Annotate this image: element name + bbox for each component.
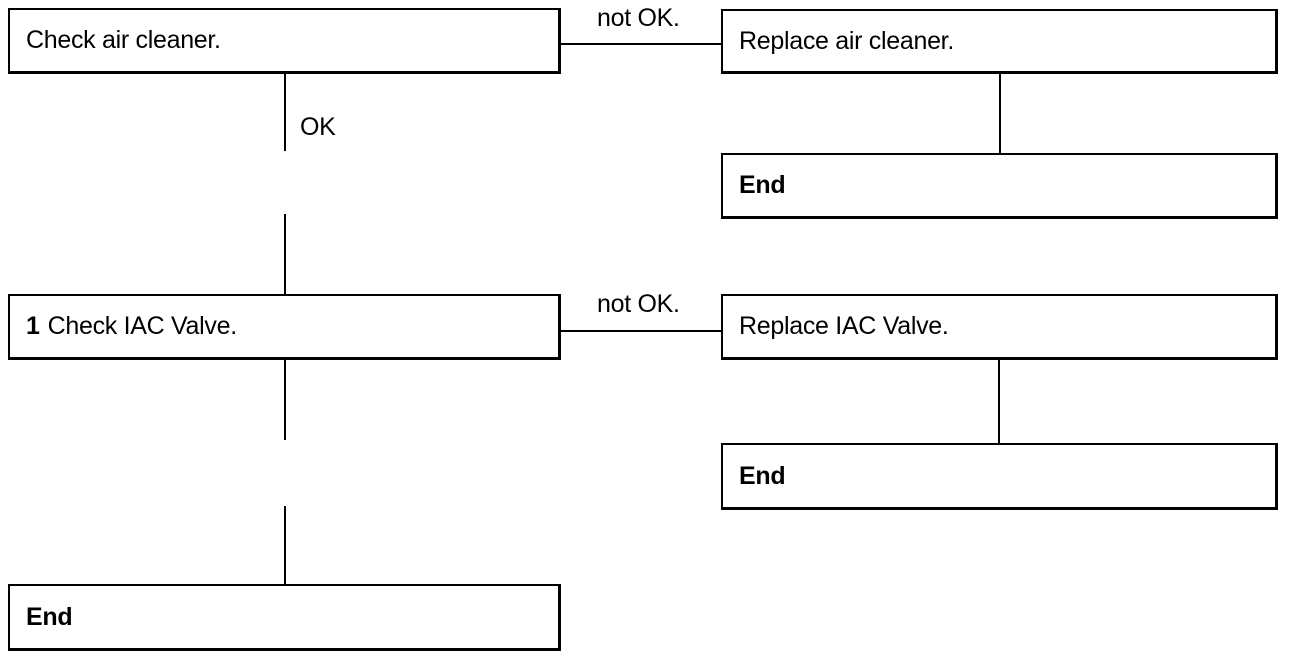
air-cleaner-end-connector bbox=[999, 74, 1001, 154]
end-text-2: End bbox=[739, 461, 786, 490]
check-air-cleaner-text: Check air cleaner. bbox=[26, 26, 221, 54]
check-air-cleaner-box: Check air cleaner. bbox=[8, 8, 561, 74]
step-number: 1 bbox=[26, 312, 40, 340]
end-box-2: End bbox=[721, 443, 1278, 510]
iac-valve-end-connector bbox=[998, 360, 1000, 444]
end-text-1: End bbox=[739, 171, 786, 199]
final-end-text: End bbox=[26, 602, 73, 631]
not-ok-connector-1 bbox=[561, 43, 722, 45]
ok-connector-bottom bbox=[284, 214, 286, 295]
final-end-box: End bbox=[8, 584, 561, 651]
not-ok-label-2: not OK. bbox=[597, 290, 680, 318]
final-connector-bottom bbox=[284, 506, 286, 585]
ok-connector-top bbox=[284, 74, 286, 151]
replace-iac-valve-text: Replace IAC Valve. bbox=[739, 312, 949, 340]
final-connector-top bbox=[284, 360, 286, 440]
replace-air-cleaner-box: Replace air cleaner. bbox=[721, 9, 1278, 74]
not-ok-connector-2 bbox=[561, 330, 722, 332]
not-ok-label-1: not OK. bbox=[597, 4, 680, 32]
replace-air-cleaner-text: Replace air cleaner. bbox=[739, 26, 954, 55]
ok-label: OK bbox=[300, 113, 336, 141]
replace-iac-valve-box: Replace IAC Valve. bbox=[721, 294, 1278, 360]
end-box-1: End bbox=[721, 153, 1278, 219]
check-iac-valve-box: 1 Check IAC Valve. bbox=[8, 294, 561, 360]
check-iac-valve-text: Check IAC Valve. bbox=[47, 312, 238, 340]
